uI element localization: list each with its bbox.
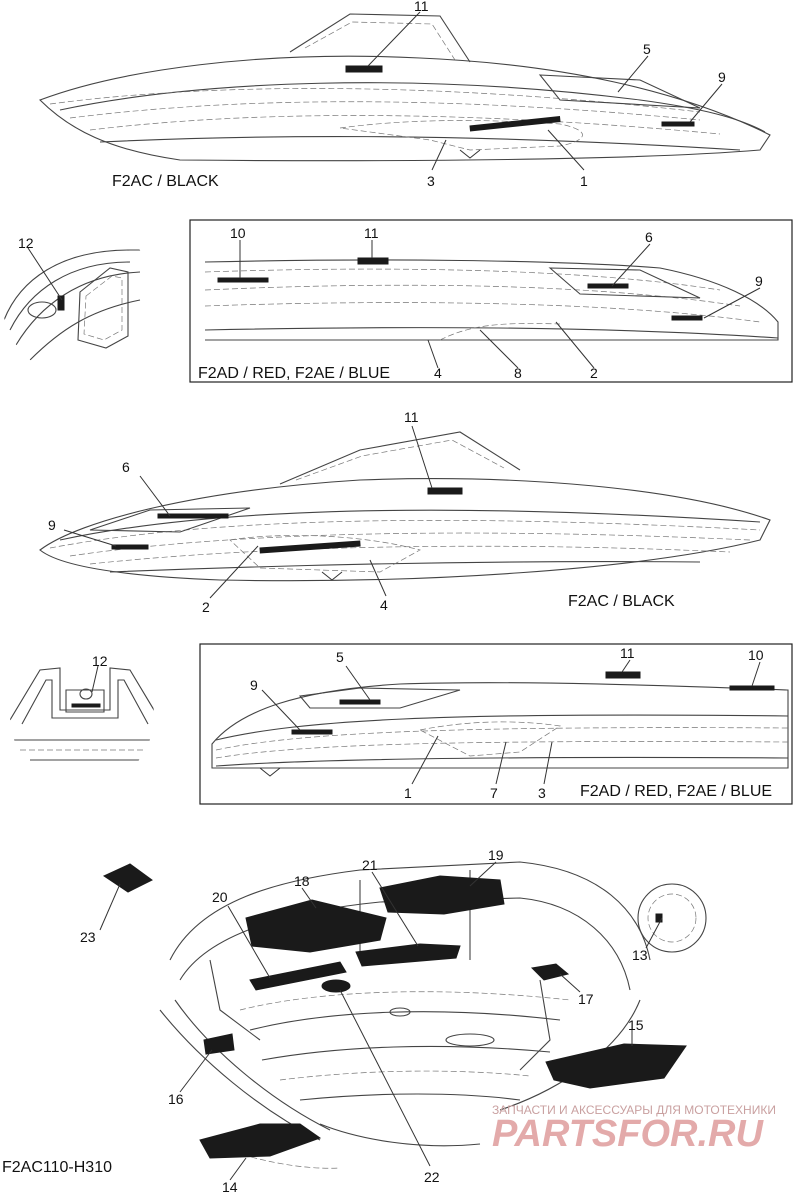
callout-9: 9 bbox=[718, 69, 726, 85]
callouts-3: 11 6 9 2 4 F2AC / BLACK bbox=[48, 409, 675, 615]
callout-15: 15 bbox=[628, 1017, 644, 1033]
callout-3: 3 bbox=[538, 785, 546, 801]
watermark-line-2: PARTSFOR.RU bbox=[492, 1113, 764, 1155]
callout-19: 19 bbox=[488, 847, 504, 863]
watermark-line-1: ЗАПЧАСТИ И АКСЕССУАРЫ ДЛЯ МОТОТЕХНИКИ bbox=[492, 1103, 776, 1117]
callout-12: 12 bbox=[92, 653, 108, 669]
boat-side-view-2 bbox=[204, 257, 779, 341]
callouts-2: 10 11 6 9 4 8 2 F2AD / RED, F2AE / BLUE bbox=[198, 225, 763, 382]
callout-1: 1 bbox=[580, 173, 588, 189]
watermark: ЗАПЧАСТИ И АКСЕССУАРЫ ДЛЯ МОТОТЕХНИКИ PA… bbox=[492, 1103, 776, 1155]
callout-12: 12 bbox=[18, 235, 34, 251]
callout-6: 6 bbox=[122, 459, 130, 475]
callout-23: 23 bbox=[80, 929, 96, 945]
callout-8: 8 bbox=[514, 365, 522, 381]
bow-detail-1: 12 bbox=[3, 235, 158, 361]
boat-side-view-4 bbox=[211, 671, 789, 777]
caption-1: F2AC / BLACK bbox=[112, 173, 219, 190]
callout-14: 14 bbox=[222, 1179, 238, 1194]
callout-11: 11 bbox=[364, 225, 379, 241]
callout-9: 9 bbox=[48, 517, 56, 533]
callout-18: 18 bbox=[294, 873, 310, 889]
callout-5: 5 bbox=[643, 41, 651, 57]
callout-11: 11 bbox=[414, 0, 429, 14]
callout-11: 11 bbox=[620, 645, 635, 661]
callout-13: 13 bbox=[632, 947, 648, 963]
callout-3: 3 bbox=[427, 173, 435, 189]
callout-4: 4 bbox=[434, 365, 442, 381]
callouts-1: 11 5 9 3 1 F2AC / BLACK bbox=[112, 0, 726, 190]
callout-9: 9 bbox=[755, 273, 763, 289]
boat-side-view-1 bbox=[39, 13, 771, 162]
callout-7: 7 bbox=[490, 785, 498, 801]
callout-21: 21 bbox=[362, 857, 378, 873]
boat-side-view-3 bbox=[39, 431, 771, 582]
callout-10: 10 bbox=[230, 225, 246, 241]
callout-6: 6 bbox=[645, 229, 653, 245]
callout-5: 5 bbox=[336, 649, 344, 665]
panel-4 bbox=[199, 643, 793, 805]
callouts-5: 19 21 18 20 23 13 17 15 16 22 14 bbox=[80, 847, 663, 1194]
caption-4: F2AD / RED, F2AE / BLUE bbox=[580, 783, 772, 800]
decal-shapes bbox=[102, 863, 707, 1159]
stern-detail-1: 12 bbox=[10, 653, 154, 761]
callout-4: 4 bbox=[380, 597, 388, 613]
callout-22: 22 bbox=[424, 1169, 440, 1185]
diagram-code: F2AC110-H310 bbox=[2, 1159, 112, 1176]
callout-10: 10 bbox=[748, 647, 764, 663]
callout-1: 1 bbox=[404, 785, 412, 801]
callout-11: 11 bbox=[404, 409, 419, 425]
callout-2: 2 bbox=[590, 365, 598, 381]
panel-2 bbox=[189, 219, 793, 383]
callout-17: 17 bbox=[578, 991, 594, 1007]
callout-9: 9 bbox=[250, 677, 258, 693]
callout-2: 2 bbox=[202, 599, 210, 615]
callout-16: 16 bbox=[168, 1091, 184, 1107]
callout-20: 20 bbox=[212, 889, 228, 905]
caption-2: F2AD / RED, F2AE / BLUE bbox=[198, 365, 390, 382]
caption-3: F2AC / BLACK bbox=[568, 593, 675, 610]
callouts-4: 5 11 10 9 1 7 3 F2AD / RED, F2AE / BLUE bbox=[250, 645, 772, 801]
